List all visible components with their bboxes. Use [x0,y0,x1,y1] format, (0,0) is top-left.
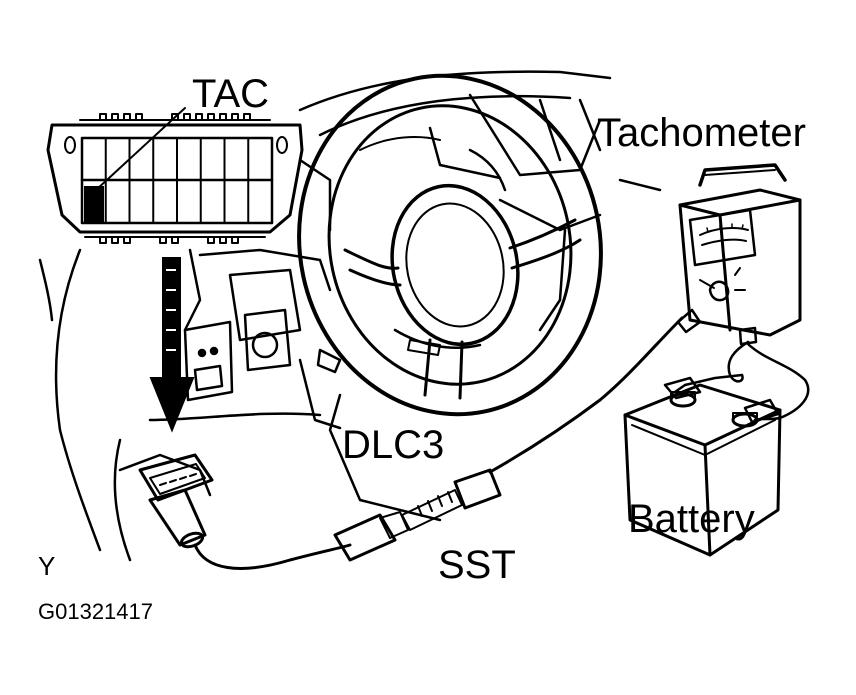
labels: TAC Tachometer DLC3 Battery SST Y G01321… [38,72,806,624]
dashboard [38,70,662,562]
battery [623,383,782,557]
tac-leader-line [95,107,186,191]
power-leads [663,340,810,424]
tac-label: TAC [192,72,269,116]
battery-label: Battery [628,497,755,541]
sst-label: SST [438,543,516,587]
down-arrow-icon [149,257,195,433]
dlc3-label: DLC3 [342,423,444,467]
steering-wheel [297,73,603,417]
dlc3-connector-closeup [46,107,304,244]
tac-terminal [84,186,104,222]
dlc3-port [138,453,214,502]
tachometer-label: Tachometer [597,111,806,155]
figure-id: G01321417 [38,599,153,624]
corner-mark: Y [38,551,55,581]
tachometer [678,163,802,346]
